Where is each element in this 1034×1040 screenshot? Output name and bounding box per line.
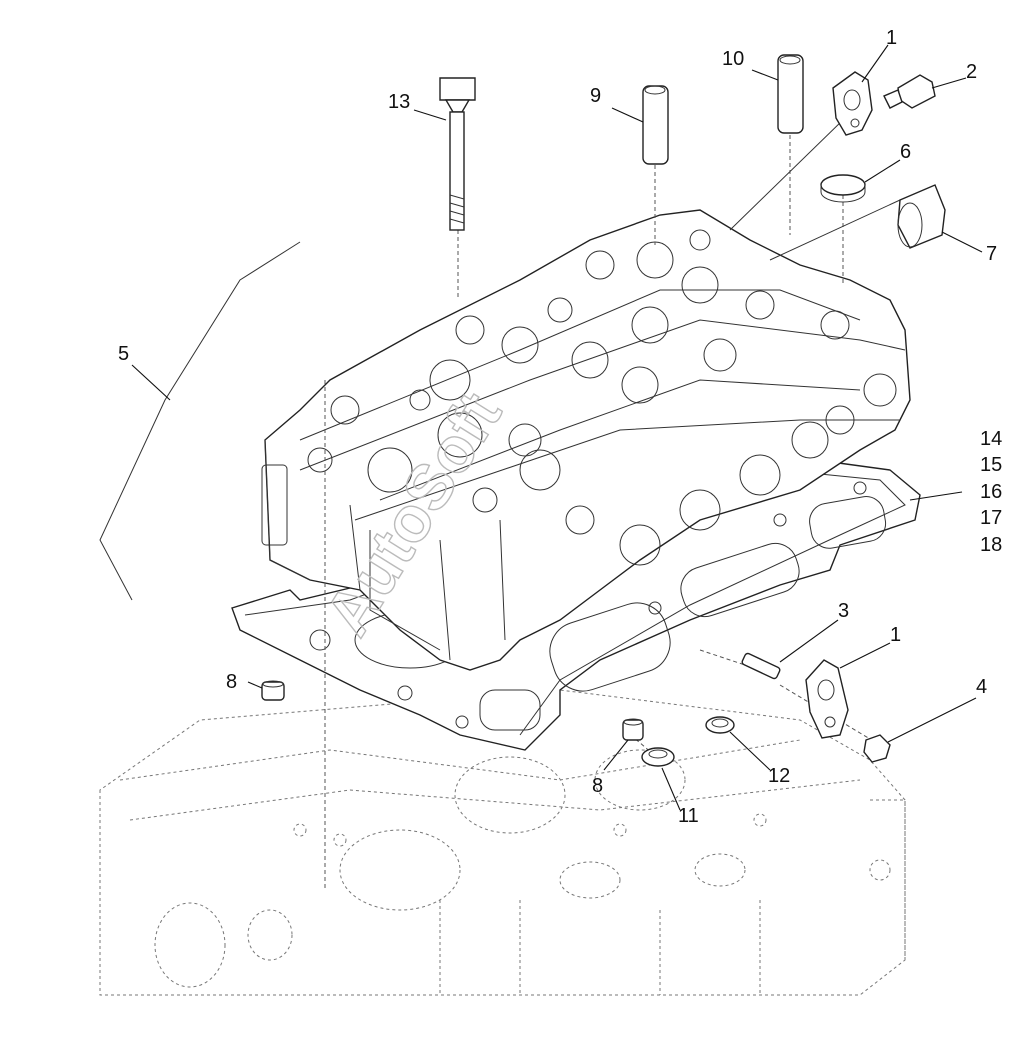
sleeve-8-left xyxy=(261,680,285,701)
callout-9: 9 xyxy=(590,85,601,107)
callout-4: 4 xyxy=(976,676,987,698)
dowel-pin-10 xyxy=(777,54,804,134)
callouts: 1 2 13 9 10 6 7 5 14 15 16 17 18 3 1 4 8… xyxy=(118,27,1002,827)
callout-2: 2 xyxy=(966,61,977,83)
callout-1-top: 1 xyxy=(886,27,897,49)
callout-8-left: 8 xyxy=(226,671,237,693)
callout-10: 10 xyxy=(722,48,744,70)
callout-5: 5 xyxy=(118,343,129,365)
seal-12 xyxy=(705,716,735,734)
head-bolt xyxy=(439,77,476,231)
lifting-eye-top xyxy=(832,71,873,136)
cap-plug-7 xyxy=(897,184,946,249)
callout-3: 3 xyxy=(838,600,849,622)
callout-12: 12 xyxy=(768,765,790,787)
callout-17: 17 xyxy=(980,507,1002,529)
lifting-eye-bottom xyxy=(805,659,849,739)
seal-ring-6 xyxy=(820,174,866,203)
hose-5 xyxy=(99,241,301,601)
screw-2 xyxy=(883,74,936,109)
callout-11: 11 xyxy=(678,805,699,827)
callout-18: 18 xyxy=(980,534,1002,556)
nut-4 xyxy=(863,734,891,763)
callout-6: 6 xyxy=(900,141,911,163)
callout-7: 7 xyxy=(986,243,997,265)
callout-14: 14 xyxy=(980,428,1002,450)
leader-lines xyxy=(131,44,983,811)
callout-13: 13 xyxy=(388,91,410,113)
callout-1-bottom: 1 xyxy=(890,624,901,646)
pin-3 xyxy=(741,652,781,680)
cylinder-head xyxy=(261,209,911,671)
callout-8-center: 8 xyxy=(592,775,603,797)
seal-11 xyxy=(641,747,675,767)
dowel-pin-9 xyxy=(642,85,669,165)
callout-15: 15 xyxy=(980,454,1002,476)
callout-16: 16 xyxy=(980,481,1002,503)
engine-block xyxy=(99,689,906,996)
sleeve-8-center xyxy=(622,718,644,741)
